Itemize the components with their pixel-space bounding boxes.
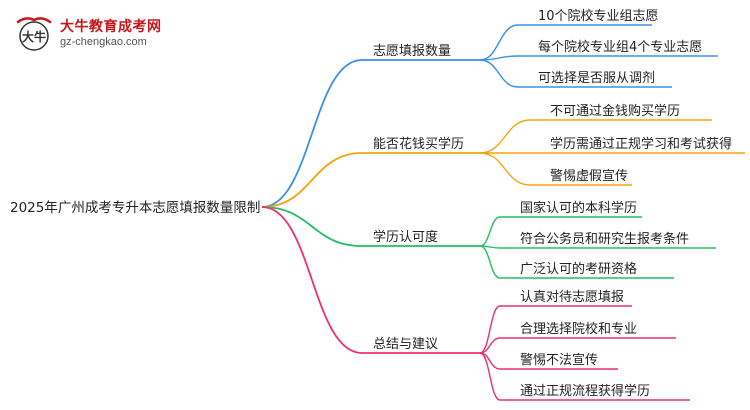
branch-child-connector (479, 245, 501, 279)
leaf-label: 警惕虚假宣传 (550, 168, 628, 184)
branch-child-connector (479, 337, 501, 354)
branch-child-connector (479, 59, 519, 88)
branch-child-connector (479, 152, 531, 186)
branch-child-connector (479, 305, 501, 354)
branch-child-connector (479, 216, 501, 247)
branch-label: 总结与建议 (373, 337, 438, 352)
leaf-label: 合理选择院校和专业 (520, 321, 637, 337)
leaf-label: 国家认可的本科学历 (520, 200, 637, 216)
leaf-label: 学历需通过正规学习和考试获得 (550, 136, 732, 152)
root-branch-connector (261, 206, 363, 354)
branch-child-connector (479, 352, 501, 401)
root-branch-connector (261, 59, 363, 208)
leaf-label: 不可通过金钱购买学历 (550, 103, 680, 119)
brand-url: gz-chengkao.com (60, 36, 147, 48)
leaf-label: 每个院校专业组4个专业志愿 (538, 39, 702, 55)
leaf-label: 通过正规流程获得学历 (520, 383, 650, 399)
root-branch-connector (261, 206, 363, 247)
branch-label: 志愿填报数量 (373, 44, 451, 59)
leaf-label: 可选择是否服从调剂 (538, 71, 655, 86)
site-logo[interactable]: 大牛 大牛教育成考网 gz-chengkao.com (8, 12, 178, 56)
branch-label: 学历认可度 (373, 229, 438, 245)
leaf-label: 认真对待志愿填报 (520, 290, 624, 305)
bull-logo-icon: 大牛 (16, 17, 52, 51)
brand-name: 大牛教育成考网 (60, 19, 162, 35)
root-branch-connector (261, 152, 363, 208)
root-node-label: 2025年广州成考专升本志愿填报数量限制 (10, 200, 260, 216)
branch-child-connector (479, 119, 531, 154)
leaf-label: 10个院校专业组志愿 (538, 8, 659, 24)
leaf-label: 广泛认可的考研资格 (520, 261, 637, 277)
logo-glyph: 大牛 (22, 29, 46, 44)
leaf-label: 符合公务员和研究生报考条件 (520, 231, 689, 247)
branch-label: 能否花钱买学历 (373, 136, 464, 152)
leaf-label: 警惕不法宣传 (520, 352, 598, 368)
branch-child-connector (479, 24, 519, 61)
